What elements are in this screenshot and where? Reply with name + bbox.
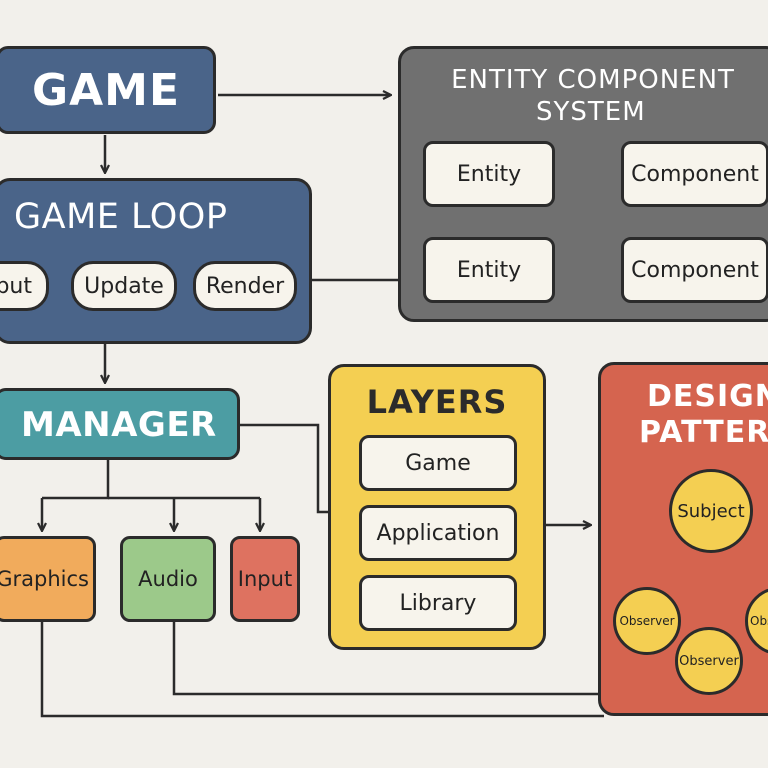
ecs-box[interactable]: ENTITY COMPONENT SYSTEM Entity Component… [398,46,768,322]
observer-node-left[interactable]: Observer [613,587,681,655]
subject-node[interactable]: Subject [669,469,753,553]
ecs-entity-2[interactable]: Entity [423,237,555,303]
ecs-component-1[interactable]: Component [621,141,768,207]
layer-library[interactable]: Library [359,575,517,631]
loop-step-render[interactable]: Render [193,261,297,311]
layers-box[interactable]: LAYERS Game Application Library [328,364,546,650]
loop-step-input[interactable]: Input [0,261,49,311]
line-manager-bus [42,460,110,500]
ecs-entity-1[interactable]: Entity [423,141,555,207]
layer-game[interactable]: Game [359,435,517,491]
ecs-title-line1: ENTITY COMPONENT [451,65,735,95]
manager-title: MANAGER [21,405,217,445]
design-patterns-title-line2: PATTERNS [639,415,768,450]
line-graphics-feedback [40,622,604,718]
game-title: GAME [31,65,180,116]
line-audio-feedback [172,622,604,696]
loop-step-update[interactable]: Update [71,261,177,311]
line-manager-to-layers [240,423,330,514]
subsystem-input[interactable]: Input [230,536,300,622]
game-loop-box[interactable]: GAME LOOP Input Update Render [0,178,312,344]
layer-application[interactable]: Application [359,505,517,561]
observer-node-center[interactable]: Observer [675,627,743,695]
layers-title: LAYERS [366,383,508,421]
manager-box[interactable]: MANAGER [0,388,240,460]
design-patterns-title-line1: DESIGN [647,379,768,414]
game-box[interactable]: GAME [0,46,216,134]
observer-node-right[interactable]: Observer [745,587,768,655]
game-loop-title: GAME LOOP [14,197,228,237]
subsystem-audio[interactable]: Audio [120,536,216,622]
design-patterns-box[interactable]: DESIGN PATTERNS Subject Observer Observe… [598,362,768,716]
ecs-component-2[interactable]: Component [621,237,768,303]
ecs-title-line2: SYSTEM [536,97,646,127]
subsystem-graphics[interactable]: Graphics [0,536,96,622]
